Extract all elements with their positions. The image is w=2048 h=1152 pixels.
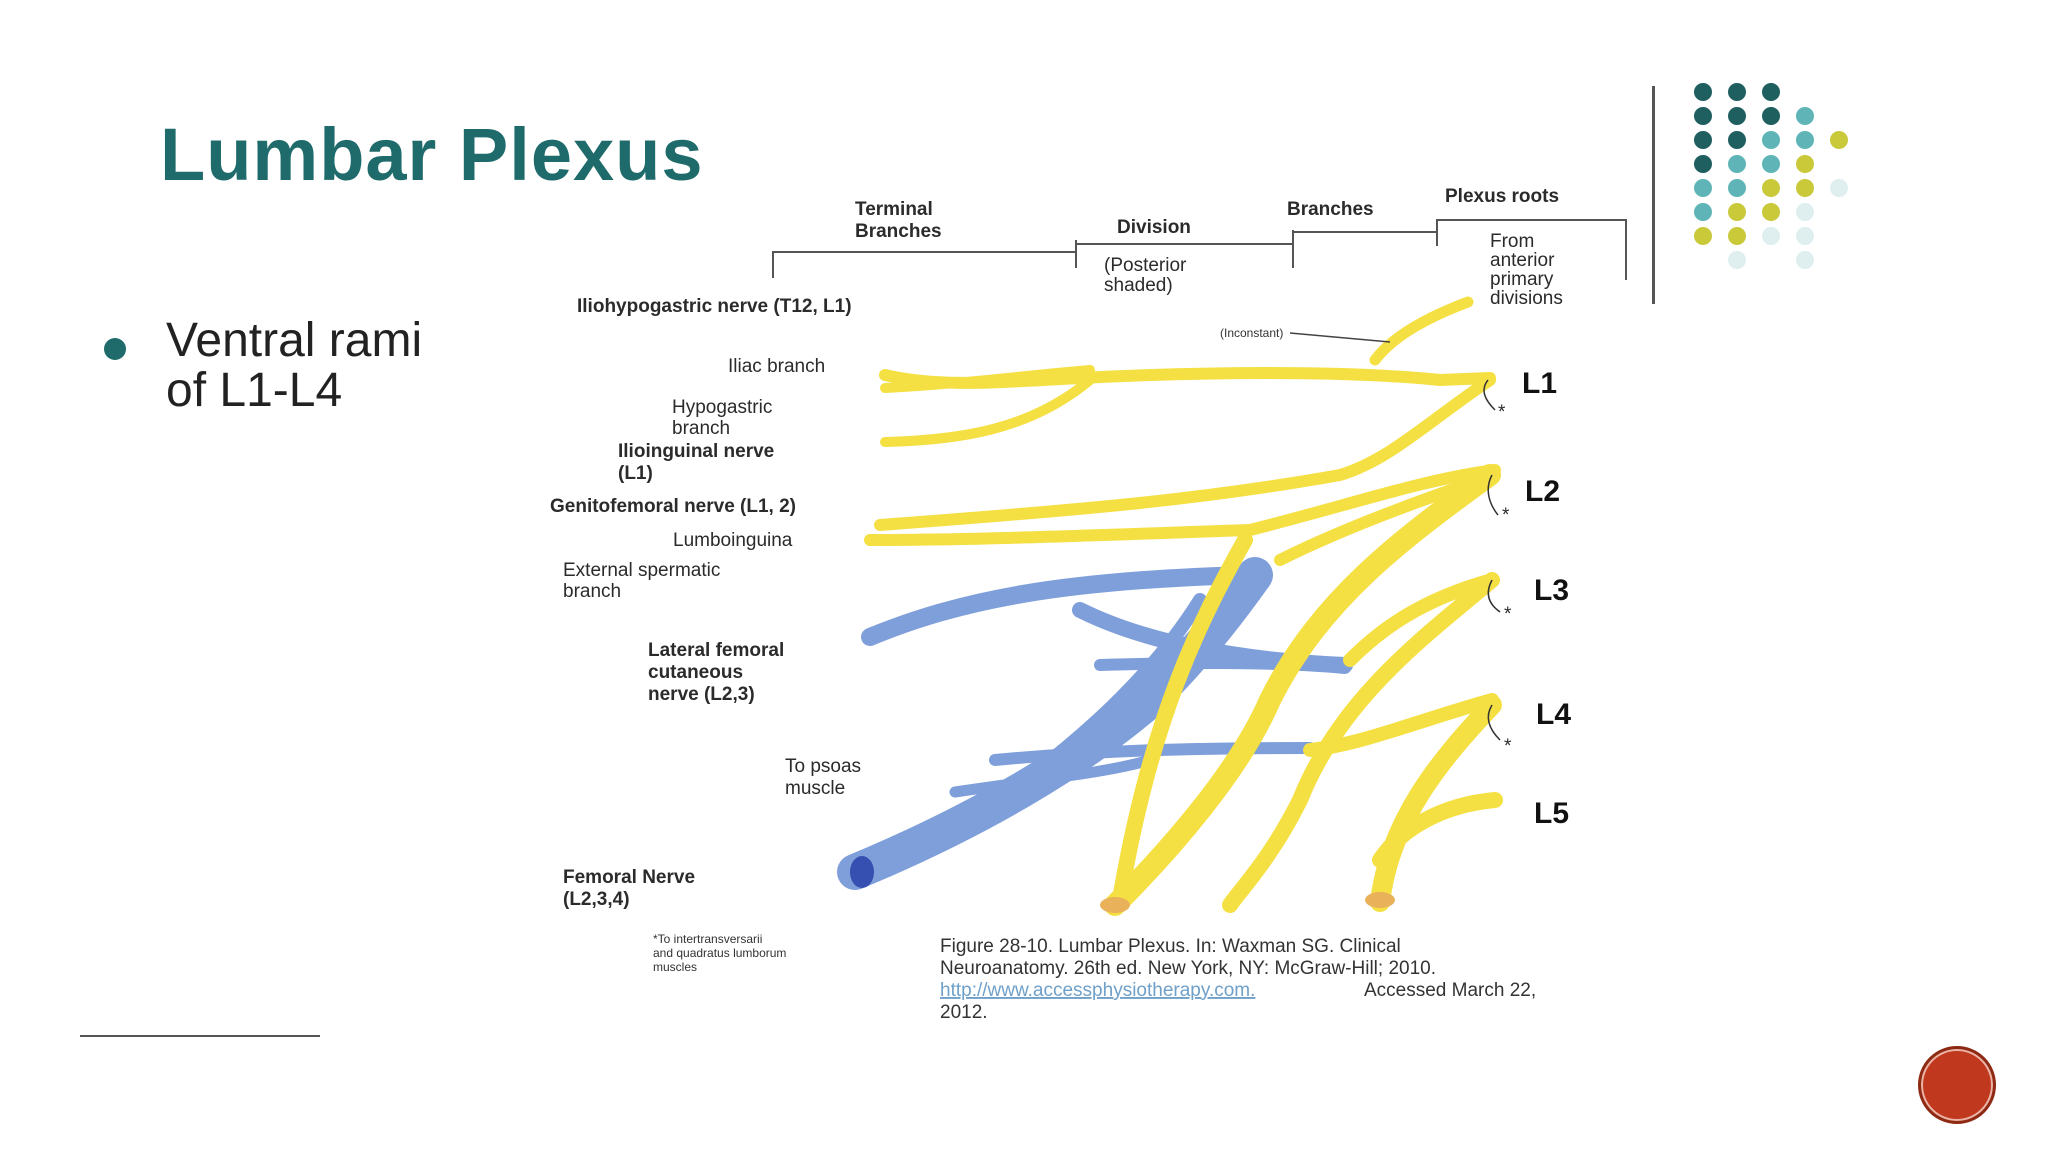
label-femoral-nerve: Femoral Nerve xyxy=(563,867,695,888)
asterisk-2: * xyxy=(1502,505,1510,526)
header-terminal: Terminal xyxy=(855,199,933,220)
header-primary: primary xyxy=(1490,269,1554,290)
level-l2: L2 xyxy=(1525,475,1560,508)
level-l3: L3 xyxy=(1534,574,1569,607)
header-plexus-roots: Plexus roots xyxy=(1445,186,1559,207)
asterisk-3: * xyxy=(1504,604,1512,625)
caption-line-2: Neuroanatomy. 26th ed. New York, NY: McG… xyxy=(940,958,1436,979)
label-external-branch: branch xyxy=(563,581,621,602)
level-l4: L4 xyxy=(1536,698,1571,731)
header-division: Division xyxy=(1117,217,1191,238)
footnote-line-3: muscles xyxy=(653,960,697,974)
asterisk-4: * xyxy=(1504,736,1512,757)
header-from: From xyxy=(1490,231,1534,252)
root-ticks xyxy=(1484,380,1500,740)
caption-line-1: Figure 28-10. Lumbar Plexus. In: Waxman … xyxy=(940,936,1401,957)
label-iliac-branch: Iliac branch xyxy=(728,356,825,377)
label-to-psoas: To psoas xyxy=(785,756,861,777)
asterisk-1: * xyxy=(1498,402,1506,423)
caption-link[interactable]: http://www.accessphysiotherapy.com. xyxy=(940,980,1255,1001)
cut-end-anterior-2 xyxy=(1365,892,1395,908)
header-divisions: divisions xyxy=(1490,288,1563,309)
label-genitofemoral: Genitofemoral nerve (L1, 2) xyxy=(550,496,796,517)
label-external-spermatic: External spermatic xyxy=(563,560,720,581)
label-ilioinguinal: Ilioinguinal nerve xyxy=(618,441,774,462)
footnote-line-1: *To intertransversarii xyxy=(653,932,762,946)
inconstant-leader xyxy=(1290,333,1390,342)
label-ilioinguinal-root: (L1) xyxy=(618,463,653,484)
header-posterior: (Posterior xyxy=(1104,255,1187,276)
level-l5: L5 xyxy=(1534,797,1569,830)
label-iliohypogastric: Iliohypogastric nerve (T12, L1) xyxy=(577,296,852,317)
cut-end-anterior-1 xyxy=(1100,897,1130,913)
label-lateral-femoral: Lateral femoral xyxy=(648,640,784,661)
label-lumboinguinal: Lumboinguina xyxy=(673,530,793,551)
page-number-badge xyxy=(1918,1046,1996,1124)
label-psoas-muscle: muscle xyxy=(785,778,845,799)
label-inconstant: (Inconstant) xyxy=(1220,326,1283,340)
level-l1: L1 xyxy=(1522,367,1557,400)
label-lateral-root: nerve (L2,3) xyxy=(648,684,755,705)
header-anterior: anterior xyxy=(1490,250,1555,271)
footnote-line-2: and quadratus lumborum xyxy=(653,946,786,960)
label-femoral-root: (L2,3,4) xyxy=(563,889,630,910)
caption-line-4: 2012. xyxy=(940,1002,988,1023)
header-branches-terminal: Branches xyxy=(855,221,942,242)
label-hypogastric: Hypogastric xyxy=(672,397,772,418)
header-shaded: shaded) xyxy=(1104,275,1173,296)
label-hypogastric-branch: branch xyxy=(672,418,730,439)
label-cutaneous: cutaneous xyxy=(648,662,743,683)
header-branches: Branches xyxy=(1287,199,1374,220)
caption-line-3: Accessed March 22, xyxy=(1364,980,1536,1001)
